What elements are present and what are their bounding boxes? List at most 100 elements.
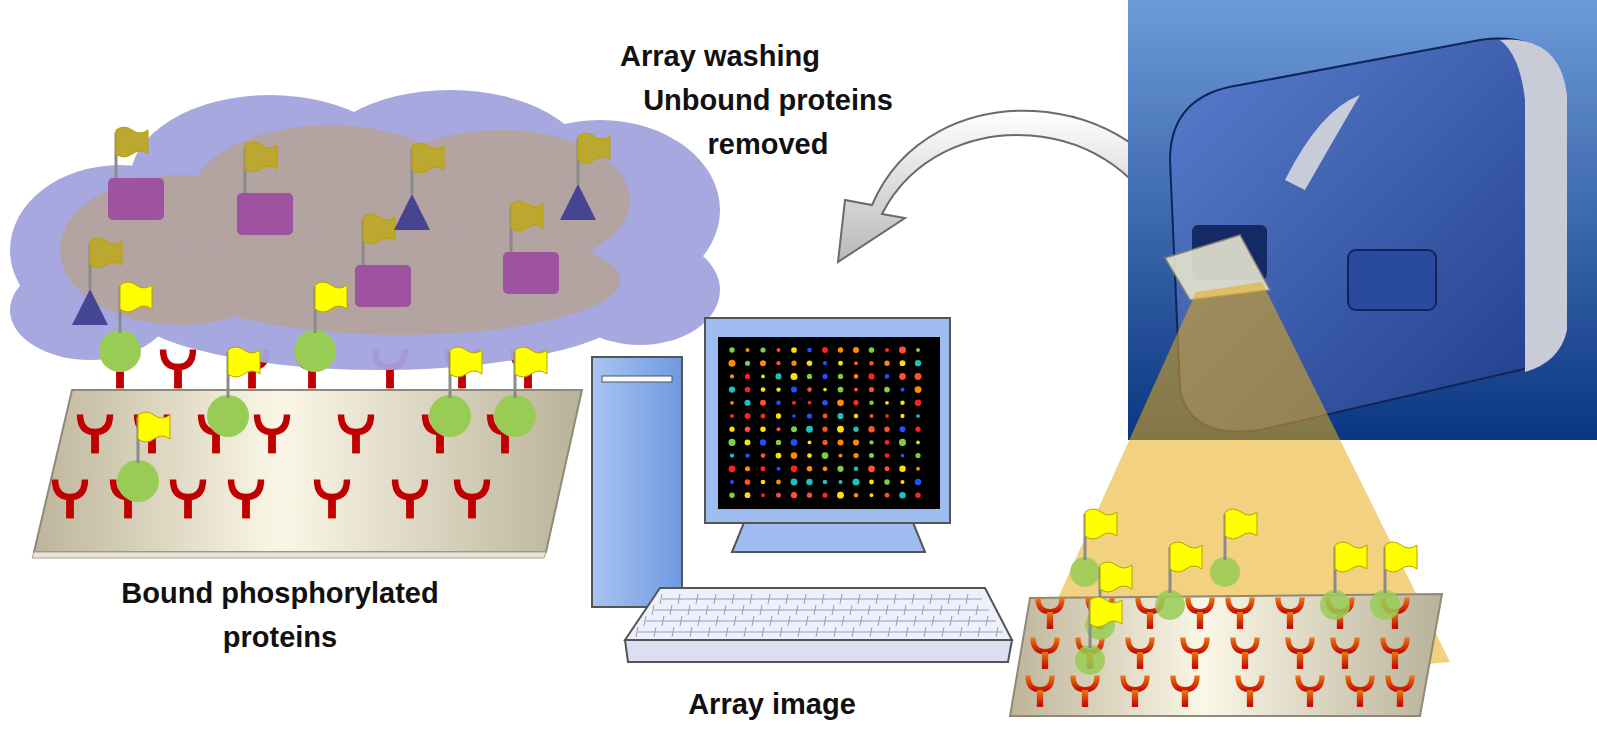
key-divider: [858, 594, 860, 604]
computer: [592, 318, 1012, 662]
antibody-stem: [1137, 652, 1143, 669]
array-spot: [791, 439, 798, 446]
flag: [245, 142, 277, 172]
antibody-cup: [1225, 597, 1254, 614]
array-spot: [730, 374, 734, 378]
array-spot: [899, 492, 906, 499]
antibody-stem: [212, 433, 220, 454]
slide: [34, 390, 582, 552]
array-spot: [729, 492, 734, 497]
antibody-stem: [352, 433, 360, 454]
flag: [578, 133, 610, 163]
key-divider: [734, 616, 736, 626]
antibody-stem: [1357, 690, 1363, 707]
array-spot: [885, 493, 890, 498]
key-divider: [806, 616, 808, 626]
key-divider: [670, 605, 672, 615]
flag: [1225, 509, 1257, 539]
array-spot: [853, 347, 859, 353]
left-slide: [32, 390, 582, 558]
antibody-cup: [1345, 675, 1374, 692]
array-spot: [868, 373, 874, 379]
key-divider: [716, 616, 718, 626]
antibody-stem: [1132, 690, 1138, 707]
array-spot: [745, 426, 751, 432]
array-spot: [839, 454, 843, 458]
antibody-cup: [1275, 597, 1304, 614]
array-spot: [869, 480, 874, 485]
array-spot: [869, 347, 875, 353]
key-divider: [742, 605, 744, 615]
array-spot: [776, 387, 780, 391]
key-divider: [744, 627, 746, 637]
flag: [90, 238, 122, 268]
antibodies: [52, 349, 546, 518]
array-spot: [869, 453, 874, 458]
flag: [1385, 542, 1417, 572]
antibody-stem: [1197, 612, 1203, 629]
array-spot: [745, 453, 749, 457]
array-spot: [728, 439, 735, 446]
array-spot: [853, 400, 858, 405]
array-spot: [791, 465, 798, 472]
antibody-stem: [1192, 652, 1198, 669]
array-spot: [791, 479, 798, 486]
antibody-cup: [228, 479, 264, 500]
slide-edge: [32, 552, 546, 558]
phosphoprotein: [429, 395, 471, 437]
key-divider: [924, 627, 926, 637]
array-spot: [761, 453, 766, 458]
antibody-cup: [160, 349, 196, 370]
key-divider: [796, 605, 798, 615]
antibody-cup: [1185, 597, 1214, 614]
flag: [450, 347, 482, 377]
array-spot: [776, 480, 781, 485]
array-spot: [838, 374, 843, 379]
array-spot: [885, 401, 889, 405]
array-spot: [868, 426, 874, 432]
antibody-stem: [184, 498, 192, 519]
array-spot: [900, 360, 906, 366]
antibody-stem: [436, 433, 444, 454]
array-spot: [791, 452, 798, 459]
array-spot: [869, 361, 873, 365]
caption-label: Bound phosphorylated proteins: [70, 571, 490, 659]
array-spot: [745, 361, 750, 366]
bound-proteins: [1070, 509, 1417, 675]
array-spot: [915, 453, 920, 458]
cell-lysate-cloud: [10, 90, 720, 370]
key-divider: [958, 605, 960, 615]
array-spot: [807, 453, 812, 458]
array-spot: [916, 414, 920, 418]
key-divider: [798, 627, 800, 637]
flag: [1090, 597, 1122, 627]
array-spot: [854, 467, 858, 471]
array-spot: [822, 374, 827, 379]
antibody-stem: [386, 368, 394, 389]
key-divider: [652, 605, 654, 615]
array-spot: [900, 426, 906, 432]
array-spot: [807, 387, 812, 392]
array-spot: [791, 492, 797, 498]
array-spot: [729, 427, 734, 432]
key-divider: [870, 627, 872, 637]
unbound-protein: [108, 178, 164, 220]
array-spot: [776, 493, 781, 498]
antibody-cup: [1380, 637, 1409, 654]
flag: [228, 347, 260, 377]
antibody-stem: [91, 433, 99, 454]
antibody-cup: [170, 479, 206, 500]
array-spot: [823, 414, 828, 419]
array-spot: [730, 453, 734, 457]
array-spot: [728, 360, 735, 367]
antibody-stem: [468, 498, 476, 519]
array-spot: [760, 413, 765, 418]
key-divider: [906, 627, 908, 637]
key-divider: [698, 616, 700, 626]
antibody-cup: [1030, 637, 1059, 654]
antibody-cup: [1035, 597, 1064, 614]
array-spot: [870, 414, 874, 418]
unbound-protein: [72, 289, 108, 325]
antibody-stem: [1242, 652, 1248, 669]
scanner-side: [1500, 40, 1567, 372]
